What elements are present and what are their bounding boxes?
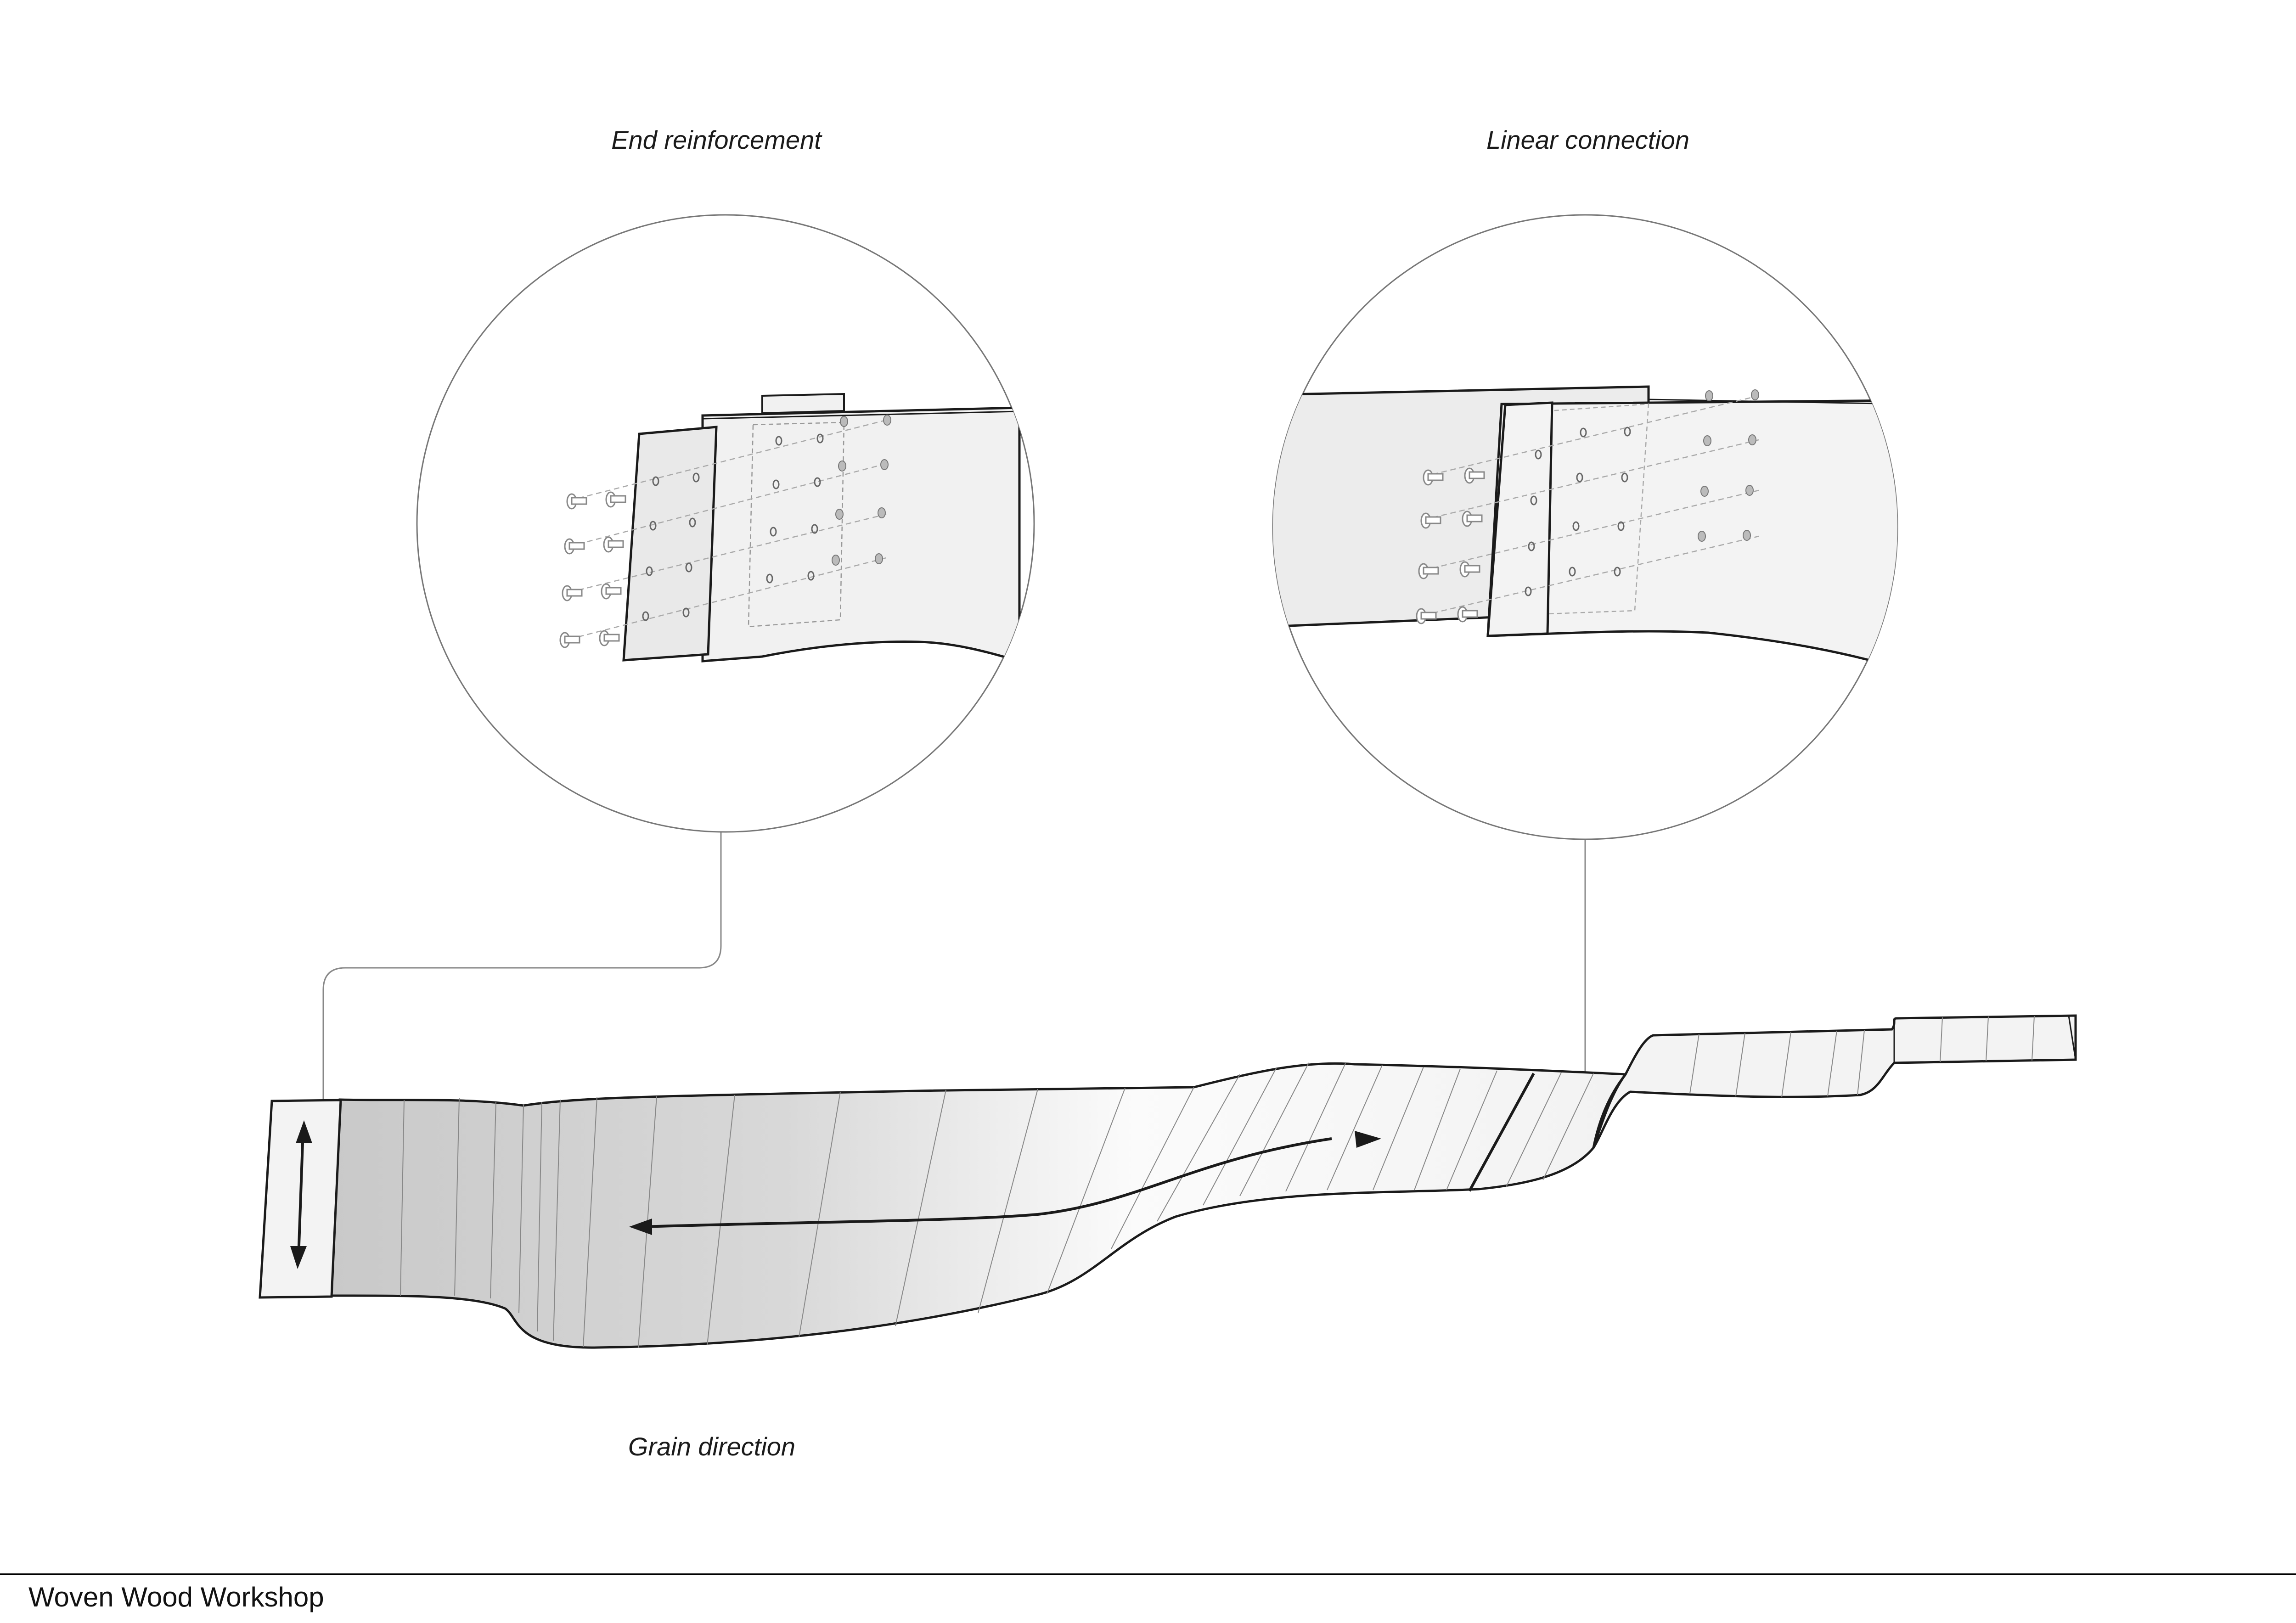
bolt-icon — [559, 491, 626, 648]
detail-circle-linear-connection — [1272, 214, 1898, 840]
footer-divider — [0, 1573, 2296, 1575]
linear-connection-seam — [1468, 1073, 1535, 1192]
double-arrow-icon — [290, 1120, 312, 1269]
detail-circle-end-reinforcement — [416, 214, 1035, 833]
leader-line-end-reinforcement — [322, 832, 722, 1102]
label-grain-direction: Grain direction — [628, 1432, 796, 1461]
label-linear-connection: Linear connection — [1486, 125, 1690, 154]
label-end-reinforcement: End reinforcement — [611, 125, 822, 154]
woven-strip — [259, 1014, 2077, 1349]
footer-title: Woven Wood Workshop — [28, 1582, 324, 1612]
end-reinforcement-block — [259, 1099, 342, 1299]
grain-direction-arrow — [629, 1131, 1381, 1235]
